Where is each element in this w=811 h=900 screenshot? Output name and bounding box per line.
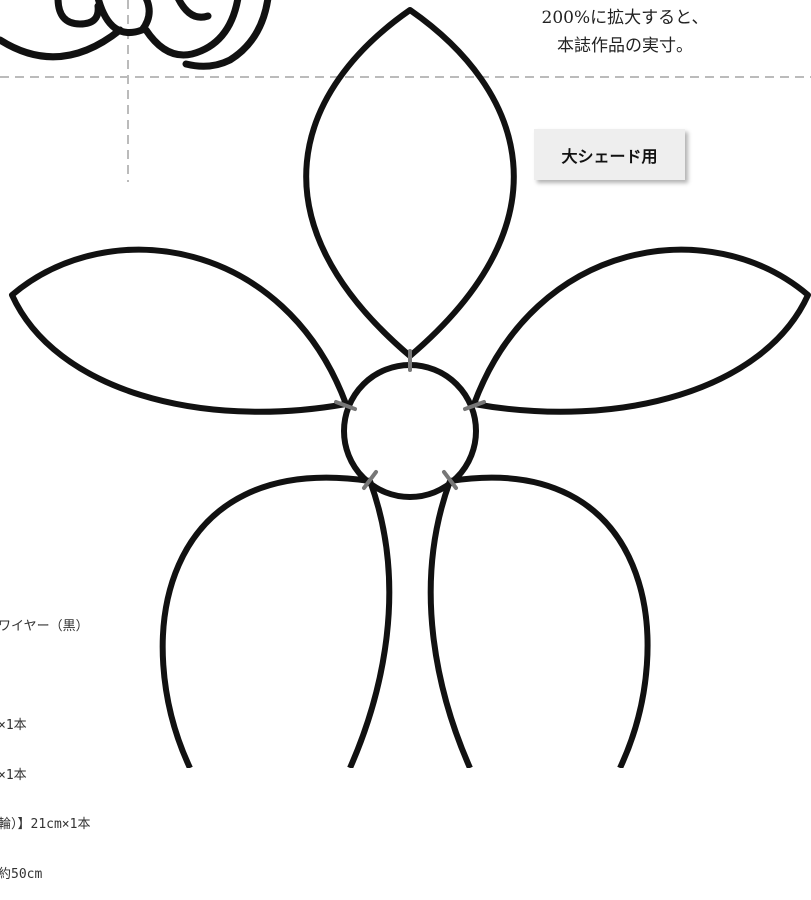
scroll-ornament bbox=[0, 0, 272, 70]
flower-pattern bbox=[9, 7, 811, 768]
materials-line: ×1本 bbox=[0, 767, 27, 783]
joint-mark-bottom-right bbox=[442, 470, 458, 490]
wire-pattern-canvas bbox=[0, 0, 811, 768]
materials-line: ワイヤー（黒） bbox=[0, 619, 89, 634]
petal-left bbox=[9, 246, 349, 415]
materials-line: 輪）】21cm×1本 bbox=[0, 817, 91, 832]
scale-note: 200%に拡大すると、 本誌作品の実寸。 bbox=[490, 4, 760, 60]
joint-mark-left bbox=[334, 400, 357, 411]
materials-list: ワイヤー（黒） ×1本 ×1本 輪）】21cm×1本 約50cm bbox=[0, 586, 90, 900]
petal-right bbox=[471, 246, 811, 415]
joint-mark-bottom-left bbox=[362, 470, 378, 490]
scale-note-line1: 200%に拡大すると、 bbox=[541, 8, 709, 28]
petal-bottom-right bbox=[427, 474, 651, 768]
materials-line: 約50cm bbox=[0, 866, 43, 882]
joint-mark-right bbox=[463, 400, 486, 411]
materials-line bbox=[0, 669, 90, 686]
petal-top bbox=[303, 7, 517, 359]
shade-label: 大シェード用 bbox=[534, 129, 685, 180]
joint-marks bbox=[334, 349, 486, 490]
materials-line: ×1本 bbox=[0, 718, 27, 733]
scale-note-line2: 本誌作品の実寸。 bbox=[557, 36, 693, 56]
center-ring bbox=[341, 362, 479, 500]
petal-bottom-left bbox=[159, 474, 393, 768]
